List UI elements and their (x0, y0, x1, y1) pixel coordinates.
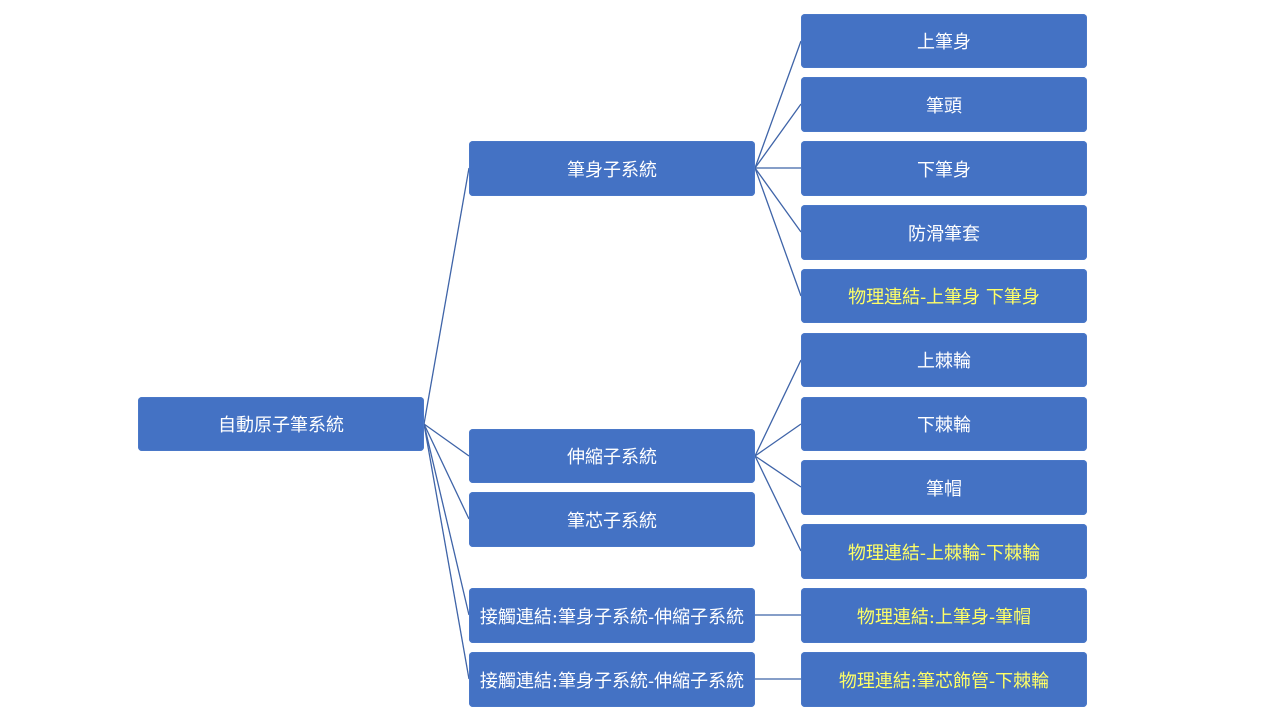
contact-link-node-2[interactable]: 接觸連結:筆身子系統-伸縮子系統 (469, 652, 755, 707)
body-subsystem-node[interactable]: 筆身子系統 (469, 141, 755, 196)
edge-root-c2 (423, 423, 470, 680)
pen-tip-label: 筆頭 (926, 95, 962, 117)
upper-barrel-node[interactable]: 上筆身 (801, 14, 1087, 68)
physical-link-refill-ratchet-node[interactable]: 物理連結:筆芯飾管-下棘輪 (801, 652, 1087, 707)
retraction-subsystem-node[interactable]: 伸縮子系統 (469, 429, 755, 483)
physical-link-barrel-cap-label: 物理連結:上筆身-筆帽 (856, 606, 1032, 628)
root-node[interactable]: 自動原子筆系統 (138, 397, 424, 451)
physical-link-barrels-label: 物理連結-上筆身 下筆身 (848, 287, 1040, 308)
edge-root-c1 (423, 423, 470, 616)
grip-sleeve-node[interactable]: 防滑筆套 (801, 205, 1087, 260)
physical-link-refill-ratchet-label: 物理連結:筆芯飾管-下棘輪 (838, 670, 1050, 692)
physical-link-ratchets-node[interactable]: 物理連結-上棘輪-下棘輪 (801, 524, 1087, 579)
edge-body-b1 (754, 40, 802, 169)
edge-root-retr (423, 423, 470, 457)
grip-sleeve-label: 防滑筆套 (908, 223, 980, 245)
edge-body-b4 (754, 167, 802, 233)
contact-link-node-1[interactable]: 接觸連結:筆身子系統-伸縮子系統 (469, 588, 755, 643)
upper-barrel-label: 上筆身 (917, 32, 971, 53)
pen-cap-node[interactable]: 筆帽 (801, 460, 1087, 515)
contact-link-label-2: 接觸連結:筆身子系統-伸縮子系統 (479, 670, 745, 692)
edge-root-body (423, 167, 470, 425)
edge-root-refill (423, 423, 470, 520)
contact-link-label-1: 接觸連結:筆身子系統-伸縮子系統 (479, 606, 745, 628)
refill-subsystem-label: 筆芯子系統 (567, 510, 657, 532)
root-label: 自動原子筆系統 (218, 415, 344, 436)
lower-ratchet-node[interactable]: 下棘輪 (801, 397, 1087, 451)
physical-link-barrels-node[interactable]: 物理連結-上筆身 下筆身 (801, 269, 1087, 323)
edge-retr-r4 (754, 455, 802, 552)
upper-ratchet-node[interactable]: 上棘輪 (801, 333, 1087, 387)
edge-body-b5 (754, 167, 802, 297)
physical-link-barrel-cap-node[interactable]: 物理連結:上筆身-筆帽 (801, 588, 1087, 643)
lower-barrel-node[interactable]: 下筆身 (801, 141, 1087, 196)
physical-link-ratchets-label: 物理連結-上棘輪-下棘輪 (847, 542, 1041, 564)
refill-subsystem-node[interactable]: 筆芯子系統 (469, 492, 755, 547)
edge-body-b2 (754, 103, 802, 169)
lower-ratchet-label: 下棘輪 (917, 415, 971, 436)
edge-retr-r2 (754, 423, 802, 457)
lower-barrel-label: 下筆身 (917, 159, 971, 181)
pen-cap-label: 筆帽 (926, 478, 962, 500)
retraction-subsystem-label: 伸縮子系統 (567, 447, 657, 468)
edge-retr-r3 (754, 455, 802, 488)
upper-ratchet-label: 上棘輪 (917, 351, 971, 372)
edge-retr-r1 (754, 359, 802, 457)
body-subsystem-label: 筆身子系統 (567, 159, 657, 181)
pen-tip-node[interactable]: 筆頭 (801, 77, 1087, 132)
